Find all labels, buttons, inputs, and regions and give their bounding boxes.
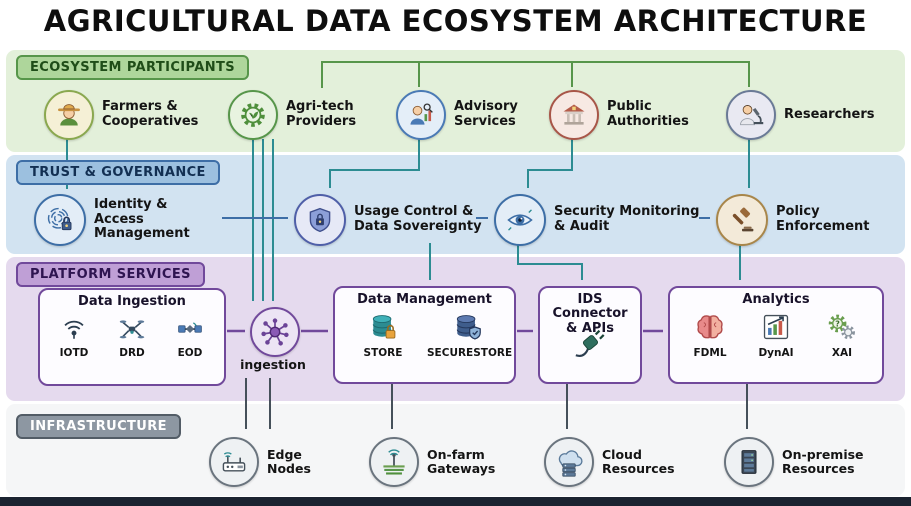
participant-farmers: Farmers & Cooperatives (44, 90, 199, 140)
gavel-icon (716, 194, 768, 246)
svg-text:?: ? (835, 320, 840, 329)
ingestion-item-label: DRD (119, 347, 145, 359)
page-title: AGRICULTURAL DATA ECOSYSTEM ARCHITECTURE (43, 4, 868, 38)
router-icon (209, 437, 259, 487)
infra-label: Edge Nodes (267, 446, 311, 476)
governance-label: Usage Control & Data Sovereignty (354, 204, 482, 234)
infra-label: On-premise Resources (782, 446, 864, 476)
analytics-title: Analytics (742, 292, 810, 307)
governance-label: Security Monitoring & Audit (554, 204, 700, 234)
governance-band-label: TRUST & GOVERNANCE (16, 160, 220, 185)
governance-identity: Identity & Access Management (34, 194, 219, 246)
participant-label: Researchers (784, 106, 875, 122)
governance-label: Identity & Access Management (94, 196, 190, 242)
connector-plug-icon (570, 326, 610, 364)
analytics-item-label: FDML (693, 347, 727, 359)
ingestion-item-label: IOTD (59, 347, 89, 359)
fingerprint-lock-icon (34, 194, 86, 246)
database-lock-icon (347, 312, 419, 346)
wifi-broadcast-icon (46, 316, 102, 346)
cloud-server-icon (544, 437, 594, 487)
ingestion-item-label: EOD (177, 347, 203, 359)
management-item-label: STORE (363, 347, 403, 359)
participant-label: Advisory Services (454, 99, 518, 129)
ids-connector-title: IDS Connector & APIs (552, 292, 628, 336)
ids-connector-icon-wrap (570, 326, 610, 364)
eye-monitor-icon (494, 194, 546, 246)
participant-advisory: Advisory Services (396, 90, 522, 140)
advisor-chart-icon (396, 90, 446, 140)
infra-label: Cloud Resources (602, 446, 675, 476)
brain-icon (678, 312, 742, 346)
drone-icon (104, 316, 160, 346)
infra-onfarm-gateways: On-farm Gateways (369, 437, 499, 487)
governance-policy-enforcement: Policy Enforcement (716, 194, 871, 246)
infrastructure-band-label: INFRASTRUCTURE (16, 414, 181, 439)
infra-label: On-farm Gateways (427, 446, 496, 476)
ingestion-hub-label: ingestion (240, 357, 306, 372)
participant-label: Farmers & Cooperatives (102, 99, 199, 129)
analytics-item-fdml: FDML (678, 312, 742, 359)
analytics-item-label: XAI (831, 347, 853, 359)
participants-band-label: ECOSYSTEM PARTICIPANTS (16, 55, 250, 80)
ingestion-item-eod: EOD (162, 316, 218, 359)
farm-antenna-icon (369, 437, 419, 487)
ids-connector-box: IDS Connector & APIs (538, 286, 642, 384)
infra-edge-nodes: Edge Nodes (209, 437, 315, 487)
analytics-box: Analytics FDML DynAI ? XAI (668, 286, 884, 384)
satellite-icon (162, 316, 218, 346)
participant-authorities: Public Authorities (549, 90, 689, 140)
farmer-icon (44, 90, 94, 140)
governance-security-monitoring: Security Monitoring & Audit (494, 194, 704, 246)
network-hub-icon (250, 307, 300, 357)
management-item-securestore: SECURESTORE (427, 312, 513, 359)
infra-onpremise-resources: On-premise Resources (724, 437, 864, 487)
shield-lock-icon (294, 194, 346, 246)
analytics-item-dynai: DynAI (746, 312, 806, 359)
gears-question-icon: ? (812, 312, 872, 346)
researcher-microscope-icon (726, 90, 776, 140)
management-item-label: SECURESTORE (427, 347, 513, 359)
analytics-item-xai: ? XAI (812, 312, 872, 359)
governance-label: Policy Enforcement (776, 204, 870, 234)
ingestion-item-iotd: IOTD (46, 316, 102, 359)
data-ingestion-box: Data Ingestion IOTD DRD EOD (38, 288, 226, 386)
analytics-item-label: DynAI (758, 347, 794, 359)
gear-plant-icon (228, 90, 278, 140)
data-management-title: Data Management (357, 292, 492, 307)
data-management-box: Data Management STORE SECURESTORE (333, 286, 516, 384)
infra-cloud-resources: Cloud Resources (544, 437, 677, 487)
data-ingestion-title: Data Ingestion (78, 294, 186, 309)
participant-label: Public Authorities (607, 99, 689, 129)
server-rack-icon (724, 437, 774, 487)
ingestion-item-drd: DRD (104, 316, 160, 359)
management-item-store: STORE (347, 312, 419, 359)
growth-chart-icon (746, 312, 806, 346)
participant-agritech: Agri-tech Providers (228, 90, 358, 140)
government-building-icon (549, 90, 599, 140)
governance-usage-control: Usage Control & Data Sovereignty (294, 194, 489, 246)
database-shield-icon (427, 312, 507, 346)
footer-strip (0, 497, 911, 506)
participant-researchers: Researchers (726, 90, 879, 140)
platform-band-label: PLATFORM SERVICES (16, 262, 205, 287)
participant-label: Agri-tech Providers (286, 99, 357, 129)
